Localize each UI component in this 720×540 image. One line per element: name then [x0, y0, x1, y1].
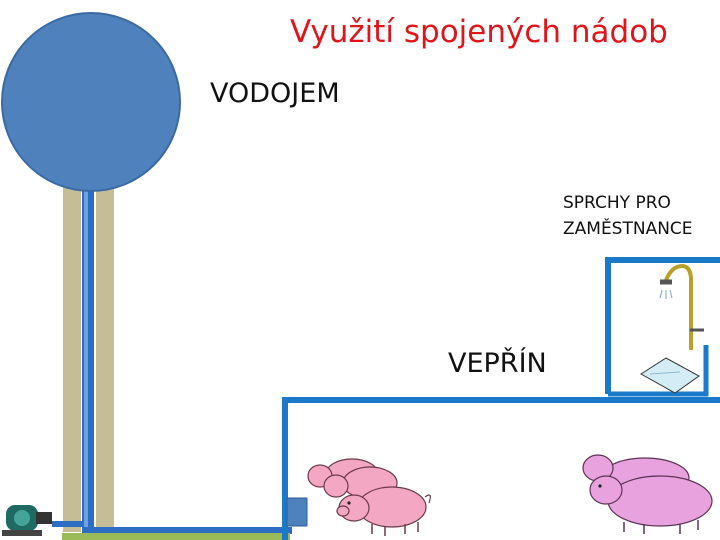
- water-tank: [1, 12, 181, 192]
- ground-pipe: [82, 527, 292, 534]
- pig-icon: [307, 458, 431, 536]
- tower-label: VODOJEM: [210, 78, 340, 109]
- shower-icon: [640, 263, 704, 394]
- water-pump-icon: [0, 495, 82, 540]
- pigsty-inlet: [286, 497, 308, 527]
- shower-building: [605, 257, 720, 397]
- pigsty-label: VEPŘÍN: [448, 348, 547, 379]
- tower-leg-left: [63, 186, 81, 532]
- pigsty-building: [282, 397, 720, 540]
- slide-title: Využití spojených nádob: [290, 14, 668, 50]
- shower-label: SPRCHY PRO ZAMĚSTNANCE: [563, 190, 693, 242]
- tower-leg-right: [96, 186, 114, 532]
- pig-icon: [582, 454, 713, 534]
- shower-label-line1: SPRCHY PRO: [563, 193, 671, 213]
- shower-label-line2: ZAMĚSTNANCE: [563, 219, 693, 239]
